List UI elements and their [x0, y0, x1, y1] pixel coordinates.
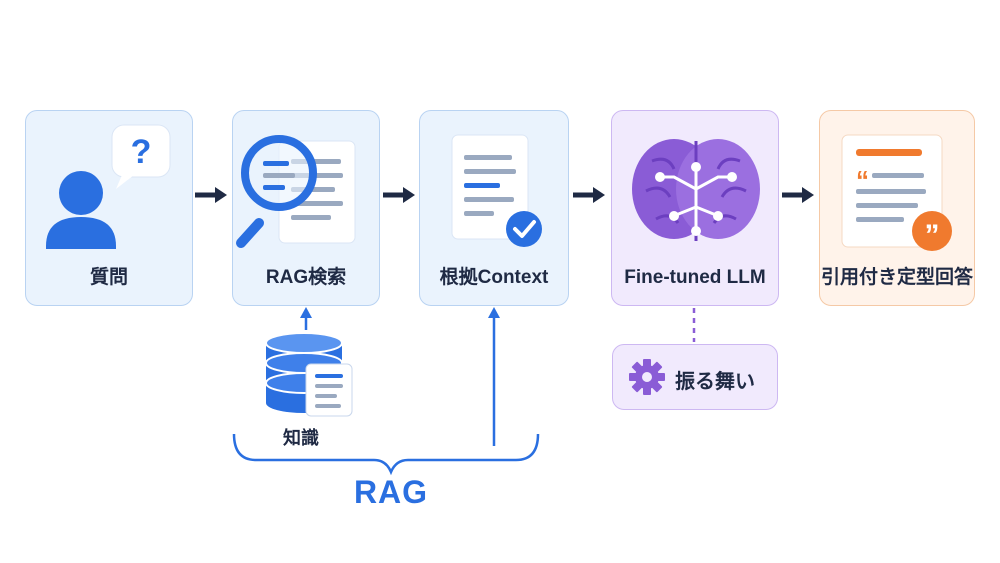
brain-icon	[632, 139, 760, 241]
svg-text:“: “	[856, 165, 869, 195]
behavior-label: 振る舞い	[675, 371, 755, 393]
gear-icon	[629, 359, 665, 395]
document-check-icon	[451, 134, 542, 247]
step-label: 質問	[89, 267, 128, 288]
flow-arrow-icon	[195, 187, 227, 203]
user-question-icon: ?	[46, 124, 171, 249]
step-rag-search-card: RAG検索	[232, 110, 380, 306]
up-arrow-icon	[488, 307, 500, 446]
quoted-answer-icon: “ ”	[841, 134, 952, 252]
step-label: RAG検索	[265, 267, 347, 288]
behavior-pill: 振る舞い	[612, 344, 778, 410]
knowledge-document-icon	[305, 363, 353, 417]
step-label: 根拠Context	[439, 267, 549, 288]
rag-label: RAG	[353, 474, 429, 510]
step-llm-card: Fine-tuned LLM	[611, 110, 779, 306]
flow-arrow-icon	[782, 187, 814, 203]
magnifier-document-icon	[236, 135, 356, 248]
flow-arrow-icon	[383, 187, 415, 203]
step-context-card: 根拠Context	[419, 110, 569, 306]
step-question-card: ? 質問	[25, 110, 193, 306]
svg-text:?: ?	[131, 133, 152, 171]
step-answer-card: “ ” 引用付き定型回答	[819, 110, 975, 306]
step-label: Fine-tuned LLM	[624, 267, 766, 288]
flow-arrow-icon	[573, 187, 605, 203]
rag-bracket	[232, 433, 540, 476]
up-arrow-icon	[300, 307, 312, 330]
svg-text:”: ”	[925, 219, 940, 252]
knowledge-label: 知識	[283, 428, 319, 448]
step-label: 引用付き定型回答	[820, 267, 973, 288]
